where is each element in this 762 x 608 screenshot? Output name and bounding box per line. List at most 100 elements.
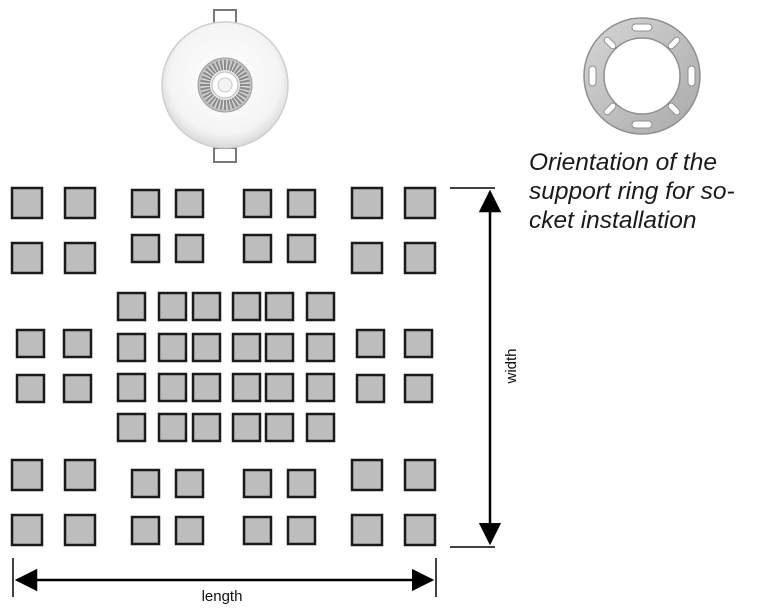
socket-square <box>231 372 262 403</box>
socket-square <box>355 328 386 359</box>
socket-square <box>130 468 161 499</box>
length-label: length <box>202 588 243 605</box>
caption-line-1: Orientation of the <box>529 149 717 176</box>
lens-segment <box>201 89 212 95</box>
socket-square <box>130 188 161 219</box>
lens-segment <box>237 71 248 79</box>
socket-square <box>242 468 273 499</box>
socket-square <box>305 291 336 322</box>
socket-square <box>264 412 295 443</box>
socket-square <box>350 513 384 547</box>
socket-grid <box>10 186 437 547</box>
caption-line-2: support ring for so- <box>529 178 735 205</box>
socket-square <box>242 515 273 546</box>
socket-square <box>116 332 147 363</box>
caption-line-3: cket installation <box>529 207 697 234</box>
socket-square <box>130 233 161 264</box>
lens-segment <box>205 93 215 102</box>
socket-square <box>350 241 384 275</box>
socket-square <box>62 328 93 359</box>
socket-square <box>242 233 273 264</box>
lens-segment <box>229 61 235 72</box>
socket-square <box>174 468 205 499</box>
socket-square <box>15 373 46 404</box>
lens-segment <box>215 61 221 72</box>
socket-square <box>264 291 295 322</box>
lens-segment <box>201 75 212 81</box>
socket-square <box>286 468 317 499</box>
lens-segment <box>239 86 250 91</box>
lens-segment <box>233 65 242 75</box>
socket-square <box>403 373 434 404</box>
socket-square <box>174 188 205 219</box>
ceiling-mounted-sensor-icon <box>161 9 289 163</box>
socket-square <box>10 513 44 547</box>
lens-segment <box>211 62 219 73</box>
lens-segment <box>219 60 224 71</box>
socket-square <box>116 412 147 443</box>
socket-square <box>264 332 295 363</box>
lens-segment <box>202 91 213 99</box>
socket-square <box>191 372 222 403</box>
socket-square <box>403 328 434 359</box>
socket-square <box>10 241 44 275</box>
lens-segment <box>239 79 250 84</box>
socket-square <box>403 241 437 275</box>
socket-square <box>403 186 437 220</box>
socket-square <box>403 458 437 492</box>
socket-square <box>157 332 188 363</box>
width-dimension: width <box>450 187 520 548</box>
lens-segment <box>233 95 242 105</box>
socket-square <box>231 332 262 363</box>
lens-segment <box>238 89 249 95</box>
socket-square <box>116 291 147 322</box>
socket-square <box>286 188 317 219</box>
socket-square <box>350 186 384 220</box>
lens-segment <box>235 68 245 77</box>
socket-square <box>191 332 222 363</box>
lens-segment <box>205 68 215 77</box>
socket-square <box>63 241 97 275</box>
socket-square <box>305 332 336 363</box>
lens-segment <box>211 97 219 108</box>
support-ring-icon <box>583 17 701 135</box>
lens-segment <box>229 98 235 109</box>
lens-segment <box>208 65 217 75</box>
socket-square <box>286 233 317 264</box>
socket-square <box>63 513 97 547</box>
socket-square <box>62 373 93 404</box>
socket-square <box>355 373 386 404</box>
socket-square <box>264 372 295 403</box>
socket-square <box>174 515 205 546</box>
lens-segment <box>237 91 248 99</box>
socket-square <box>231 291 262 322</box>
socket-square <box>174 233 205 264</box>
lens-segment <box>231 62 239 73</box>
socket-square <box>242 188 273 219</box>
lens-segment <box>215 98 221 109</box>
lens-segment <box>226 60 231 71</box>
socket-square <box>403 513 437 547</box>
socket-square <box>157 372 188 403</box>
lens-segment <box>202 71 213 79</box>
lens-segment <box>208 95 217 105</box>
socket-square <box>130 515 161 546</box>
socket-square <box>191 291 222 322</box>
lens-segment <box>200 79 211 84</box>
length-dimension: length <box>12 558 437 605</box>
lens-segment <box>219 99 224 110</box>
lens-segment <box>231 97 239 108</box>
lens-segment <box>200 86 211 91</box>
support-ring-caption: Orientation of the support ring for so- … <box>529 148 761 235</box>
socket-square <box>63 186 97 220</box>
socket-square <box>231 412 262 443</box>
socket-square <box>157 291 188 322</box>
socket-square <box>15 328 46 359</box>
socket-square <box>157 412 188 443</box>
socket-square <box>305 412 336 443</box>
lens-segment <box>235 93 245 102</box>
socket-square <box>305 372 336 403</box>
socket-square <box>10 458 44 492</box>
lens-segment <box>238 75 249 81</box>
socket-square <box>350 458 384 492</box>
